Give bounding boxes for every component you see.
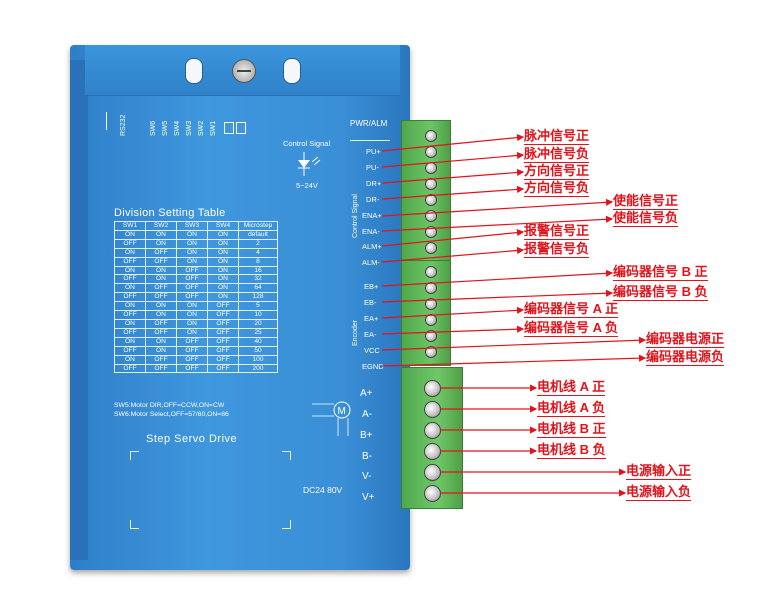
pin-label-egnd: EGND	[362, 362, 384, 371]
pin-label-pu-minus: PU-	[366, 163, 379, 172]
table-header-cell: Microstep	[238, 221, 278, 231]
terminal-screw-icon	[425, 242, 437, 254]
table-cell: 2	[238, 238, 278, 249]
callout-pulse-positive: 脉冲信号正	[524, 128, 590, 145]
callout-pulse-negative: 脉冲信号负	[524, 146, 590, 163]
pin-label-ea-plus: EA+	[364, 314, 379, 323]
pin-label-a-minus: A-	[362, 409, 372, 420]
svg-text:M: M	[338, 406, 346, 417]
corner-bracket	[130, 451, 139, 460]
callout-alarm-positive: 报警信号正	[524, 223, 590, 240]
table-cell: default	[238, 229, 278, 240]
callout-direction-positive: 方向信号正	[524, 163, 590, 180]
terminal-screw-icon	[425, 194, 437, 206]
pin-label-vcc: VCC	[364, 346, 380, 355]
terminal-screw-icon	[425, 130, 437, 142]
callout-motor-b-positive: 电机线 B 正	[537, 421, 606, 438]
mounting-slot	[185, 58, 203, 84]
mounting-slot	[283, 58, 301, 84]
switch-icon	[236, 122, 246, 134]
callout-encoder-a-negative: 编码器信号 A 负	[524, 320, 619, 337]
pin-label-alm-minus: ALM-	[362, 258, 380, 267]
motor-icon: M	[312, 401, 351, 436]
led-optocoupler-icon	[298, 152, 321, 176]
pin-label-dr-minus: DR-	[366, 195, 380, 204]
callout-enable-positive: 使能信号正	[613, 193, 679, 210]
callout-motor-a-negative: 电机线 A 负	[537, 400, 606, 417]
callout-power-input-positive: 电源输入正	[626, 463, 692, 480]
divider	[106, 112, 107, 130]
callout-power-input-negative: 电源输入负	[626, 484, 692, 501]
pin-label-b-plus: B+	[360, 430, 373, 441]
switch-icon	[224, 122, 234, 134]
terminal-screw-icon	[425, 298, 437, 310]
pin-label-alm-plus: ALM+	[362, 242, 382, 251]
terminal-screw-icon	[425, 282, 437, 294]
pin-label-eb-minus: EB-	[364, 298, 377, 307]
callout-direction-negative: 方向信号负	[524, 180, 590, 197]
terminal-screw-icon	[425, 346, 437, 358]
division-table-title: Division Setting Table	[114, 207, 226, 219]
drive-side-edge	[70, 60, 88, 560]
terminal-screw-icon	[425, 178, 437, 190]
terminal-screw-icon	[425, 314, 437, 326]
callout-encoder-a-positive: 编码器信号 A 正	[524, 301, 619, 318]
pin-label-a-plus: A+	[360, 388, 373, 399]
product-name: Step Servo Drive	[146, 433, 238, 445]
callout-alarm-negative: 报警信号负	[524, 241, 590, 258]
control-signal-title: Control Signal	[283, 139, 331, 148]
corner-bracket	[130, 520, 139, 529]
callout-motor-b-negative: 电机线 B 负	[537, 442, 606, 459]
divider	[350, 140, 390, 141]
callout-motor-a-positive: 电机线 A 正	[537, 379, 606, 396]
signal-terminal-block	[401, 120, 451, 262]
pin-label-pu-plus: PU+	[366, 147, 381, 156]
pin-label-b-minus: B-	[362, 451, 372, 462]
pin-label-dr-plus: DR+	[366, 179, 382, 188]
corner-bracket	[282, 520, 291, 529]
voltage-label: 5~24V	[296, 181, 318, 190]
pin-label-eb-plus: EB+	[364, 282, 379, 291]
pin-label-ena-plus: ENA+	[362, 211, 382, 220]
callout-encoder-power-negative: 编码器电源负	[646, 349, 725, 366]
callout-encoder-b-positive: 编码器信号 B 正	[613, 264, 708, 281]
callout-encoder-power-positive: 编码器电源正	[646, 331, 725, 348]
sw5-note: SW5:Motor DIR,OFF=CCW,ON=CW	[114, 402, 225, 409]
pin-label-v-plus: V+	[362, 492, 375, 503]
pin-label-v-minus: V-	[362, 471, 372, 482]
pwr-alm-label: PWR/ALM	[350, 119, 388, 128]
pin-label-ena-minus: ENA-	[362, 227, 380, 236]
callout-enable-negative: 使能信号负	[613, 210, 679, 227]
callout-encoder-b-negative: 编码器信号 B 负	[613, 284, 708, 301]
pin-label-ea-minus: EA-	[364, 330, 377, 339]
terminal-screw-icon	[425, 330, 437, 342]
table-cell: 200	[238, 363, 278, 374]
terminal-screw-icon	[425, 266, 437, 278]
ground-screw-icon	[232, 59, 256, 83]
corner-bracket	[282, 451, 291, 460]
dc-voltage-label: DC24 80V	[303, 485, 343, 495]
sw6-note: SW6:Motor Select,OFF=57/60,ON=86	[114, 411, 229, 418]
